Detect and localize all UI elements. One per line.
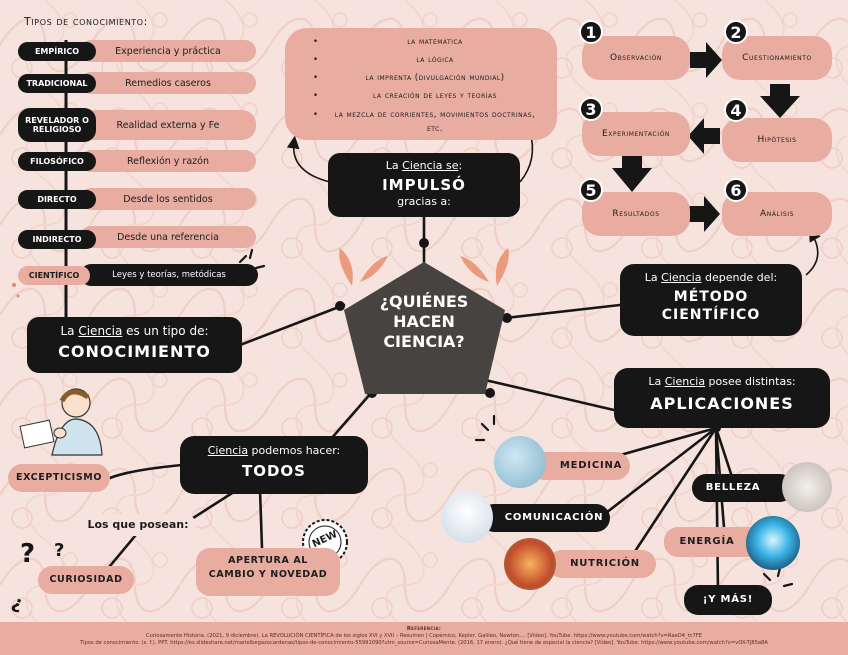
step-box: Resultados (582, 192, 690, 236)
impulso-item: •la lógica (313, 55, 454, 65)
types-title: Tipos de conocimiento: (24, 15, 148, 28)
app-nutricion: NUTRICIÓN (548, 550, 656, 578)
communication-icon (441, 491, 493, 543)
type-row: Reflexión y razón FILOSÓFICO (18, 150, 258, 172)
todos-title: TODOS (242, 462, 306, 480)
step-box: Cuestionamiento (722, 36, 832, 80)
type-label: CIENTÍFICO (18, 266, 90, 285)
step-number: 1 (579, 20, 603, 44)
aplicaciones-box: La Ciencia posee distintas: APLICACIONES (614, 368, 830, 428)
metodo-box: La Ciencia depende del: MÉTODO CIENTÍFIC… (620, 264, 802, 336)
conocimiento-box: La Ciencia es un tipo de: CONOCIMIENTO (27, 317, 242, 373)
app-comunicacion: COMUNICACIÓN (480, 504, 610, 532)
type-value: Leyes y teorías, metódicas (80, 264, 258, 286)
app-mas: ¡Y MÁS! (684, 585, 772, 615)
todos-post: podemos hacer: (248, 444, 341, 457)
impulso-pre: La (385, 159, 403, 172)
app-belleza: BELLEZA (692, 474, 794, 502)
step-number: 3 (579, 97, 603, 121)
type-label: EMPÍRICO (18, 42, 96, 61)
references-heading: Referencia: (406, 626, 442, 632)
aplicaciones-post: posee distintas: (705, 375, 796, 388)
type-row: Desde una referencia INDIRECTO (18, 226, 258, 250)
center-title: ¿QUIÉNES HACEN CIENCIA? (379, 292, 469, 351)
type-row: Remedios caseros TRADICIONAL (18, 72, 258, 94)
type-row: Leyes y teorías, metódicas CIENTÍFICO (18, 262, 258, 286)
metodo-pre: La (644, 271, 662, 284)
step-box: Experimentación (582, 112, 690, 156)
svg-text:?: ? (20, 539, 35, 569)
conocimiento-post: es un tipo de: (122, 324, 209, 338)
type-value: Remedios caseros (80, 72, 256, 94)
trait-apertura: APERTURA AL CAMBIO Y NOVEDAD (196, 548, 340, 596)
impulso-item: •la matemática (313, 37, 463, 47)
step-box: Hipótesis (722, 118, 832, 162)
type-row: Desde los sentidos DIRECTO (18, 188, 258, 210)
type-label: DIRECTO (18, 190, 96, 209)
trait-curiosidad: CURIOSIDAD (38, 566, 134, 594)
step-number: 6 (724, 178, 748, 202)
type-row: Experiencia y práctica EMPÍRICO (18, 40, 258, 62)
svg-text:?: ? (54, 540, 64, 561)
impulso-box: La Ciencia se: IMPULSÓ gracias a: (328, 153, 520, 217)
type-row: Realidad externa y Fe REVELADOR O RELIGI… (18, 108, 258, 142)
ciencia-link: Ciencia (664, 375, 706, 388)
conocimiento-title: CONOCIMIENTO (58, 342, 211, 361)
type-label: TRADICIONAL (18, 74, 96, 93)
reference-line: Tipos de conocimiento. (s. f.). PPT. htt… (80, 640, 768, 646)
aplicaciones-title: APLICACIONES (650, 394, 794, 413)
medicine-icon (494, 436, 546, 488)
step-number: 5 (579, 178, 603, 202)
nutrition-icon (504, 538, 556, 590)
step-number: 4 (724, 98, 748, 122)
type-value: Realidad externa y Fe (80, 110, 256, 140)
type-value: Desde una referencia (80, 226, 256, 248)
metodo-post: depende del: (701, 271, 778, 284)
ciencia-link: Ciencia (78, 324, 123, 338)
trait-excepticismo: EXCEPTICISMO (8, 464, 110, 492)
poseen-label: Los que posean: (80, 514, 196, 536)
type-value: Desde los sentidos (80, 188, 256, 210)
type-value: Experiencia y práctica (80, 40, 256, 62)
type-label: INDIRECTO (18, 230, 96, 249)
step-box: Observación (582, 36, 690, 80)
type-value: Reflexión y razón (80, 150, 256, 172)
type-label: REVELADOR O RELIGIOSO (18, 108, 96, 142)
aplicaciones-pre: La (648, 375, 665, 388)
impulso-sub: gracias a: (397, 195, 451, 208)
energy-icon (746, 516, 800, 570)
impulso-item: •la creación de leyes y teorías (313, 91, 497, 101)
ciencia-link: Ciencia (207, 444, 249, 457)
ciencia-link: Ciencia (661, 271, 702, 284)
conocimiento-pre: La (60, 324, 79, 338)
ciencia-link: Ciencia se (402, 159, 459, 172)
type-label: FILOSÓFICO (18, 152, 96, 171)
impulso-post: : (458, 159, 463, 172)
app-medicina: MEDICINA (530, 452, 630, 480)
beauty-icon (782, 462, 832, 512)
impulso-item: •la mezcla de corrientes, movimientos do… (313, 110, 536, 134)
step-number: 2 (724, 20, 748, 44)
metodo-title: MÉTODO CIENTÍFICO (661, 289, 761, 323)
reference-line: Curiosamente Historia. (2021, 9 diciembr… (145, 633, 703, 639)
impulso-item: •la imprenta (divulgación mundial) (313, 73, 505, 83)
todos-box: Ciencia podemos hacer: TODOS (180, 436, 368, 494)
impulso-title: IMPULSÓ (382, 176, 466, 194)
impulso-list: •la matemática •la lógica •la imprenta (… (285, 28, 557, 140)
references: Referencia: Curiosamente Historia. (2021… (0, 622, 848, 655)
